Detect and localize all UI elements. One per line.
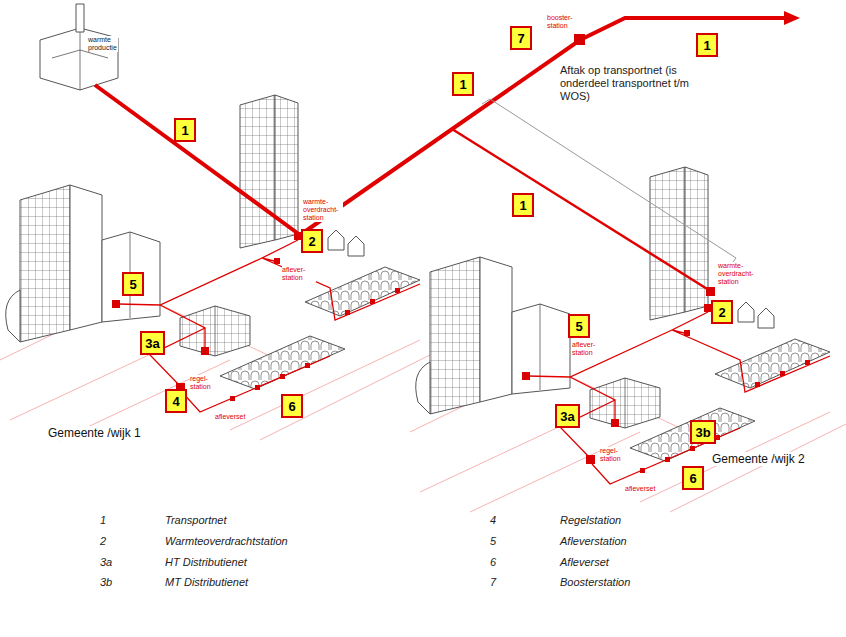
production-label: warmte productie <box>88 36 118 52</box>
legend-text: Boosterstation <box>560 576 630 588</box>
legend-number: 7 <box>490 576 496 588</box>
district-name: Gemeente /wijk 1 <box>48 426 141 440</box>
callout-number: 6 <box>682 466 704 490</box>
callout-number: 1 <box>696 33 718 57</box>
legend-text: Afleverset <box>560 556 609 568</box>
callout-text: 3b <box>695 425 710 440</box>
callout-text: 7 <box>517 31 524 46</box>
legend-text: Afleverstation <box>560 535 627 547</box>
legend-number: 2 <box>100 535 106 547</box>
legend-text: MT Distributienet <box>165 576 248 588</box>
callout-text: 1 <box>519 198 526 213</box>
legend-number: 6 <box>490 556 496 568</box>
station-label: warmte- overdracht- station <box>718 262 758 286</box>
station-label: aflever- station <box>572 341 606 357</box>
callout-number: 3a <box>140 331 165 355</box>
legend-text: Regelstation <box>560 514 621 526</box>
callout-text: 5 <box>129 277 136 292</box>
station-label: aflever- station <box>282 266 316 282</box>
branch-note: Aftak op transportnet (is onderdeel tran… <box>560 64 720 103</box>
callout-text: 1 <box>459 77 466 92</box>
station-label: warmte- overdracht- station <box>303 198 343 222</box>
district-name: Gemeente /wijk 2 <box>712 452 805 466</box>
callout-text: 5 <box>575 319 582 334</box>
callout-number: 2 <box>711 300 733 324</box>
legend-number: 3a <box>100 556 112 568</box>
station-label: afleverset <box>215 413 245 421</box>
callout-number: 7 <box>510 26 532 50</box>
callout-number: 6 <box>281 394 303 418</box>
callout-number: 1 <box>512 193 534 217</box>
callout-number: 1 <box>174 118 196 142</box>
station-label: regel- station <box>600 447 630 463</box>
callout-text: 1 <box>703 38 710 53</box>
callout-text: 2 <box>308 234 315 249</box>
legend-text: Warmteoverdrachtstation <box>165 535 288 547</box>
callout-number: 5 <box>568 314 590 338</box>
legend-text: Transportnet <box>165 514 227 526</box>
callout-number: 3b <box>690 420 716 444</box>
legend-text: HT Distributienet <box>165 556 247 568</box>
callout-text: 6 <box>288 399 295 414</box>
callout-number: 3a <box>555 404 580 428</box>
station-label: afleverset <box>625 485 655 493</box>
legend-number: 5 <box>490 535 496 547</box>
callout-text: 2 <box>718 305 725 320</box>
callout-text: 6 <box>689 471 696 486</box>
callout-text: 1 <box>181 123 188 138</box>
station-label: regel- station <box>190 375 220 391</box>
callout-text: 4 <box>172 394 179 409</box>
legend-number: 4 <box>490 514 496 526</box>
station-label: booster- station <box>547 14 579 30</box>
callout-number: 1 <box>452 72 474 96</box>
legend-number: 3b <box>100 576 112 588</box>
legend-number: 1 <box>100 514 106 526</box>
callout-number: 4 <box>165 389 187 413</box>
callout-text: 3a <box>560 409 574 424</box>
callout-text: 3a <box>145 336 159 351</box>
callout-number: 5 <box>122 272 144 296</box>
callout-number: 2 <box>301 229 323 253</box>
